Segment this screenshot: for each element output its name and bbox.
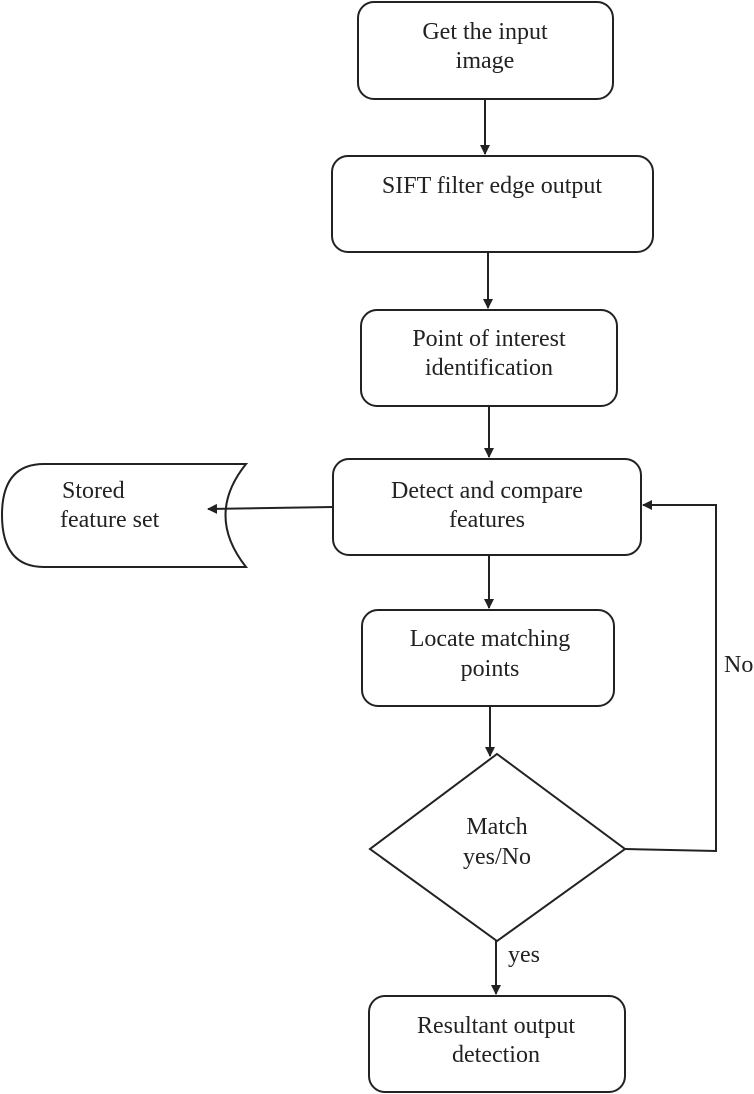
node-match-decision-line1: Match [466,814,527,840]
node-point-of-interest-line2: identification [425,355,553,381]
node-get-input-image-line1: Get the input [422,19,548,45]
node-sift-filter-line1: SIFT filter edge output [382,173,603,199]
node-detect-compare: Detect and compare features [332,458,642,556]
node-resultant-output-line1: Resultant output [417,1013,575,1039]
node-point-of-interest-line1: Point of interest [412,326,566,352]
edge-label-no: No [724,652,753,678]
node-detect-compare-line1: Detect and compare [391,478,583,504]
node-detect-compare-line2: features [449,507,525,533]
node-sift-filter: SIFT filter edge output [331,155,654,253]
node-locate-matching-line1: Locate matching [410,626,571,652]
node-locate-matching: Locate matching points [361,609,615,707]
node-get-input-image: Get the input image [357,1,614,100]
node-resultant-output-line2: detection [452,1042,540,1068]
edge-label-yes: yes [508,942,540,968]
node-match-decision-line2: yes/No [463,844,531,870]
node-locate-matching-line2: points [461,656,520,682]
node-stored-feature-set-line2: feature set [60,507,160,533]
node-stored-feature-set: Stored feature set [0,463,249,568]
node-point-of-interest: Point of interest identification [360,309,618,407]
arrow-match-no-loop [624,500,717,853]
node-resultant-output: Resultant output detection [368,995,626,1093]
node-get-input-image-line2: image [456,48,515,74]
node-stored-feature-set-line1: Stored [62,478,125,504]
node-match-decision: Match yes/No [368,752,627,943]
arrow-detect-to-stored [207,503,334,514]
